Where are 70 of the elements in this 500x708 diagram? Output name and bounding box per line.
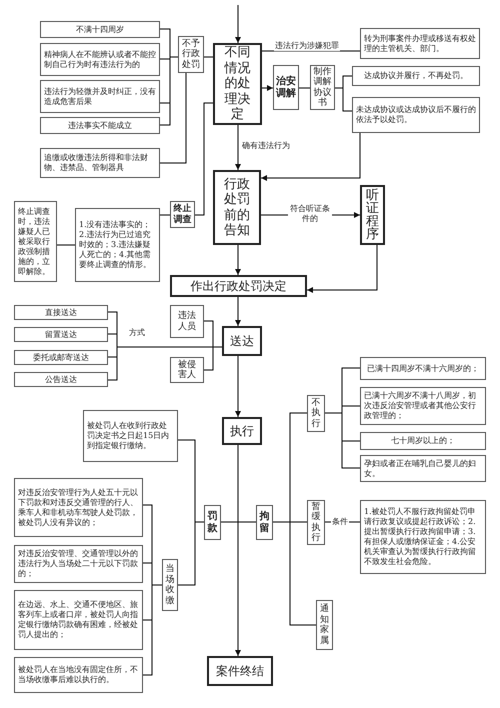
arrow [235, 4, 241, 44]
label-box: 被侵害人 [170, 357, 204, 383]
arrow [235, 124, 241, 170]
text-box: 公告送达 [14, 372, 108, 387]
process-box: 罚款 [204, 505, 221, 540]
text-box: 1.没有违法事实的；2.违法行为已过追究时效的；3.违法嫌疑人死亡的；4.其他需要终止调查的情形。 [75, 208, 160, 282]
text-box: 对违反治安管理行为人处五十元以下罚款和对违反交通管理的行人、乘车人和非机动车驾驶人处罚款，被处罚人没有异议的； [14, 478, 143, 537]
connector-line [262, 50, 360, 52]
connector-line [204, 56, 214, 58]
edge-label: 违法行为涉嫌犯罪 [274, 41, 340, 51]
edge-label: 条件 [331, 517, 349, 527]
connector-line [160, 72, 186, 164]
label-box: 制作调解协议书 [310, 65, 335, 110]
label-box: 当场收缴 [162, 559, 178, 611]
process-box: 听证程序 [360, 185, 385, 245]
label-box: 通知家属 [316, 600, 333, 650]
text-box: 委托或邮寄送达 [14, 350, 108, 365]
connector-line [178, 522, 204, 586]
process-box: 治安调解 [273, 65, 299, 110]
process-box: 作出行政处罚决定 [170, 275, 307, 297]
arrow [306, 244, 378, 293]
connector-line [56, 244, 76, 246]
edge-label: 确有违法行为 [241, 141, 291, 151]
process-box: 行政处罚前的告知 [213, 170, 261, 245]
text-box: 留置送达 [14, 327, 108, 342]
text-box: 未达成协议或达成协议后不履行的依法予以处罚。 [352, 97, 480, 133]
label-box: 违法人员 [170, 305, 204, 338]
arrow [262, 85, 274, 91]
text-box: 终止调查时，违法嫌疑人已被采取行政强制措施的，立即解除。 [14, 201, 57, 282]
text-box: 不满十四周岁 [40, 21, 160, 38]
text-box: 对违反治安管理、交通管理以外的违法行为人当场处二十元以下罚款的； [14, 545, 143, 583]
arrow [235, 296, 241, 326]
connector-line [160, 214, 170, 216]
arrow [260, 132, 360, 181]
text-box: 已满十六周岁不满十八周岁，初次违反治安管理或者其他公安行政管理的； [360, 387, 486, 425]
text-box: 转为刑事案件办理或移送有权处理的主管机关、部门。 [360, 28, 480, 59]
connector-line [334, 88, 352, 112]
text-box: 追缴或收缴违法所得和非法财物、违禁品、管制器具 [40, 148, 160, 178]
text-box: 违法事实不能成立 [40, 117, 160, 134]
text-box: 在边远、水上、交通不便地区、旅客列车上或者口岸，被处罚人向指定银行缴纳罚款确有困难，经被处罚人提出的； [14, 590, 143, 650]
connector-line [142, 584, 162, 676]
connector-line [324, 412, 360, 468]
text-box: 被处罚人在收到行政处罚决定书之日起15日内到指定银行缴纳。 [83, 410, 178, 462]
text-box: 孕妇或者正在哺乳自己婴儿的妇女。 [360, 455, 486, 482]
text-box: 达成协议并履行，不再处罚。 [352, 66, 480, 86]
process-box: 案件终结 [207, 656, 273, 686]
label-box: 不予行政处罚 [178, 36, 204, 73]
text-box: 被处罚人在当地没有固定住所，不当场收缴事后难以执行的。 [14, 657, 143, 693]
label-box: 暂缓执行 [307, 500, 325, 545]
text-box: 1.被处罚人不服行政拘留处罚申请行政复议或提起行政诉讼；2.提出暂缓执行行政拘留申请；3.有担保人或缴纳保证金；4.公安机关审查认为暂缓执行行政拘留不致发生社会危险。 [360, 500, 486, 574]
text-box: 违法行为轻微并及时纠正，没有造成危害后果 [40, 80, 160, 113]
text-box: 已满十四周岁不满十六周岁的； [360, 357, 486, 380]
arrow [235, 244, 241, 276]
connector-line [160, 56, 178, 126]
text-box: 七十周岁以上的； [360, 432, 486, 450]
connector-line [204, 346, 222, 370]
connector-line [272, 522, 316, 626]
process-box: 终止调查 [170, 201, 195, 228]
label-box: 不执行 [307, 395, 325, 432]
connector-line [194, 102, 214, 216]
process-box: 执行 [222, 417, 262, 445]
label-text: 方式 [128, 328, 146, 338]
process-box: 送达 [222, 326, 262, 356]
process-box: 不同情况的处理决定 [213, 43, 262, 125]
arrow [235, 356, 241, 418]
edge-label: 符合听证条件的 [288, 204, 332, 224]
process-box: 拘留 [256, 505, 273, 540]
connector-line [238, 444, 256, 522]
text-box: 直接送达 [14, 305, 108, 320]
text-box: 精神病人在不能辨认或者不能控制自己行为时有违法行为的 [40, 43, 160, 76]
